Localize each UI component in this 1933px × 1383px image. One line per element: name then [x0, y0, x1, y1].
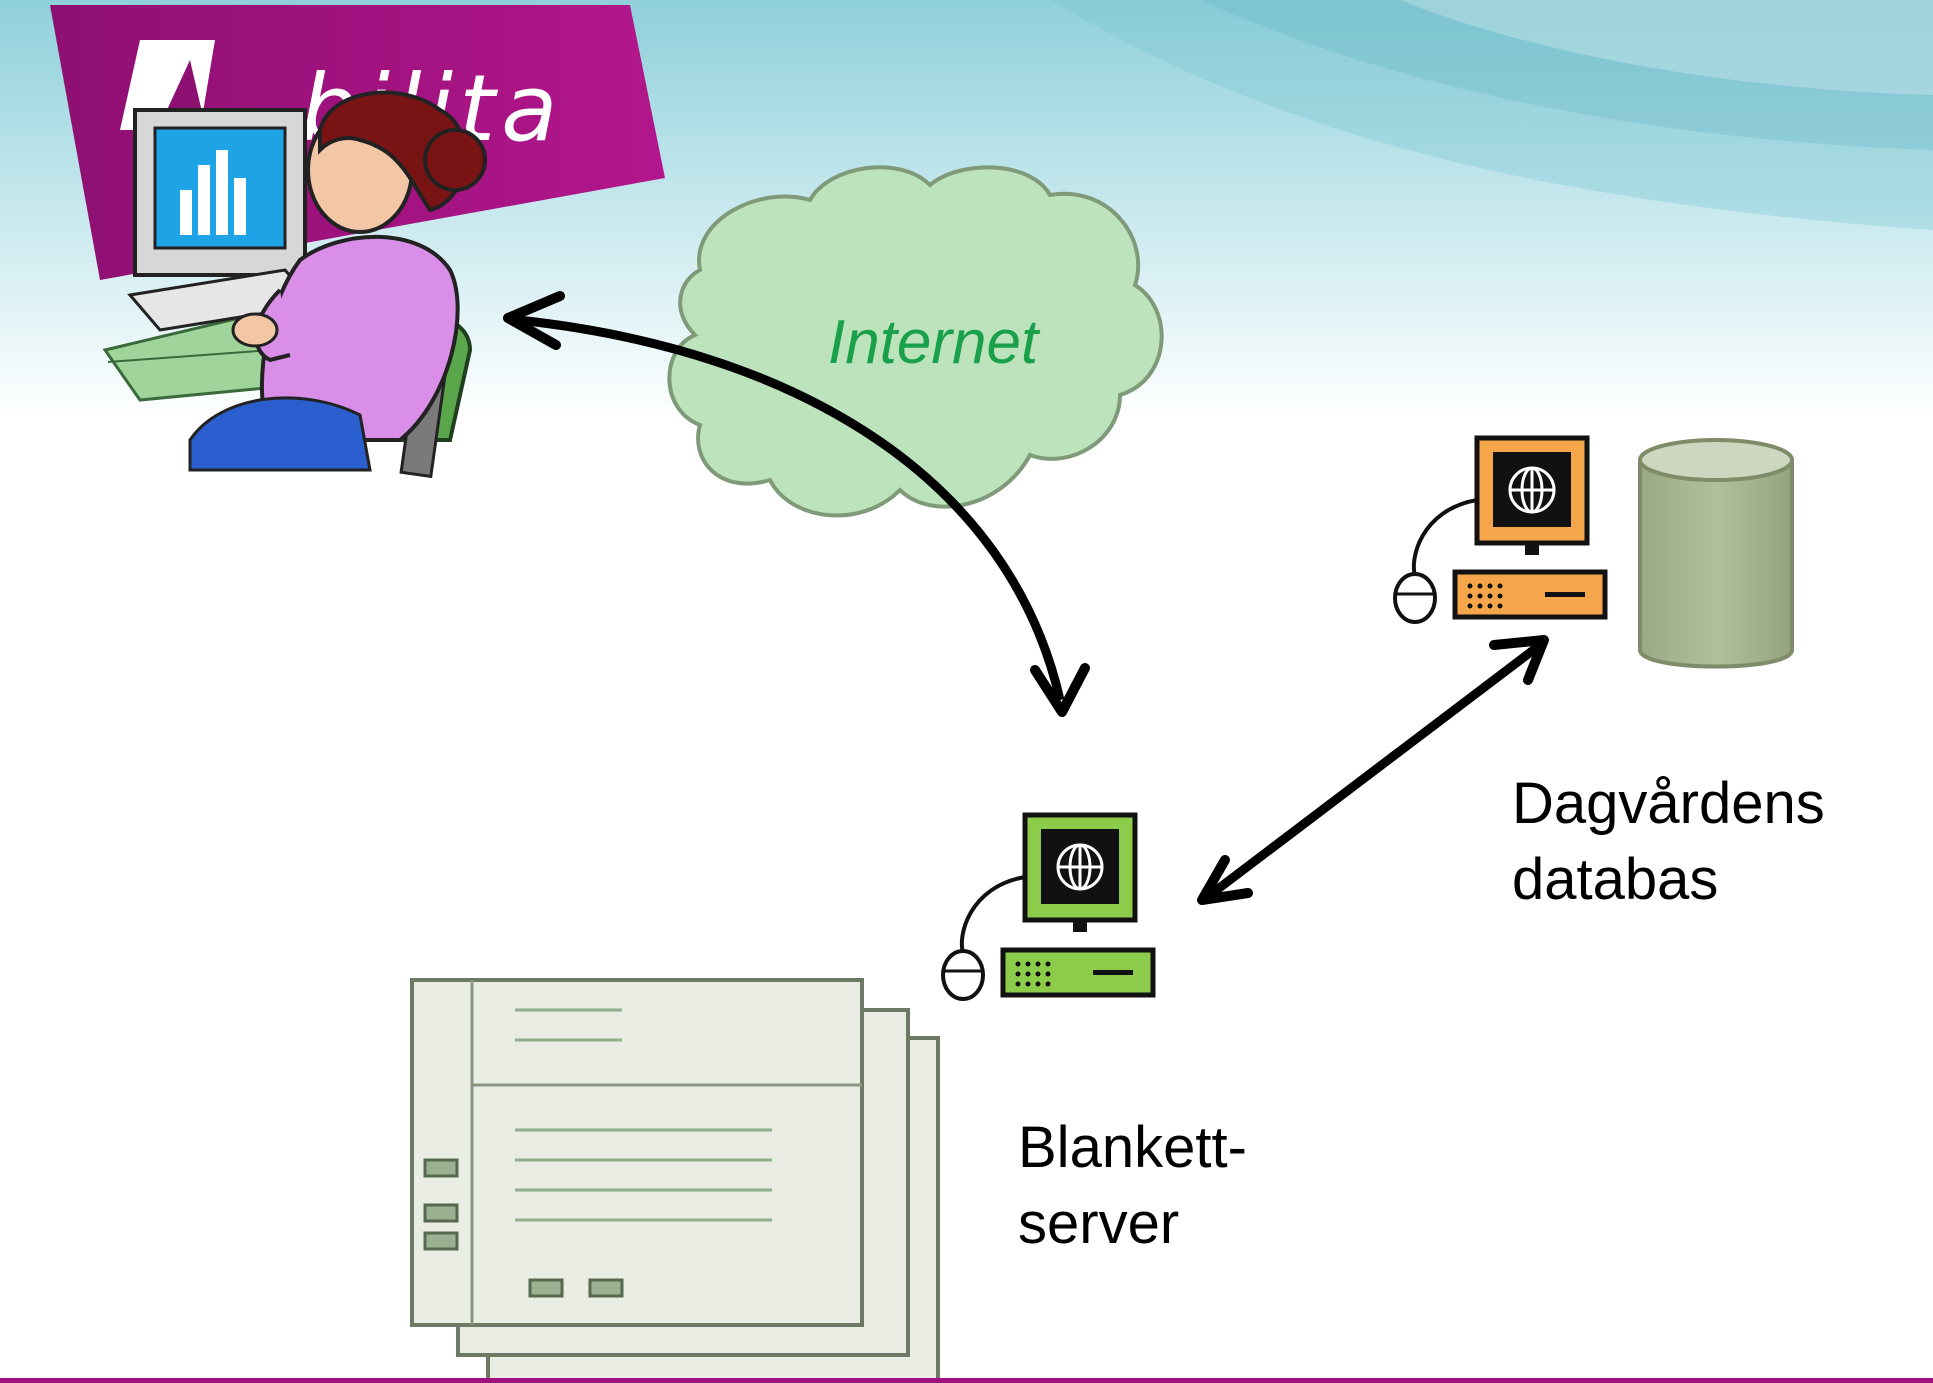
- form-server-label-line2: server: [1018, 1191, 1180, 1256]
- database-connection-arrow: [1197, 635, 1549, 905]
- user-at-computer-icon: [102, 90, 487, 479]
- web-server-icon: [941, 812, 1156, 1001]
- form-server-label-line1: Blankett-: [1018, 1115, 1247, 1180]
- internet-connection-arrow: [503, 291, 1090, 717]
- internet-label: Internet: [828, 308, 1041, 377]
- database-cylinder-icon: [1638, 438, 1794, 669]
- form-document-icon: [410, 978, 940, 1383]
- web-server-icon: [1393, 435, 1608, 624]
- database-label-line2: databas: [1512, 847, 1719, 912]
- bottom-rule: [0, 1378, 1933, 1383]
- internet-cloud: Internet: [667, 165, 1164, 518]
- database-label-line1: Dagvårdens: [1512, 771, 1825, 836]
